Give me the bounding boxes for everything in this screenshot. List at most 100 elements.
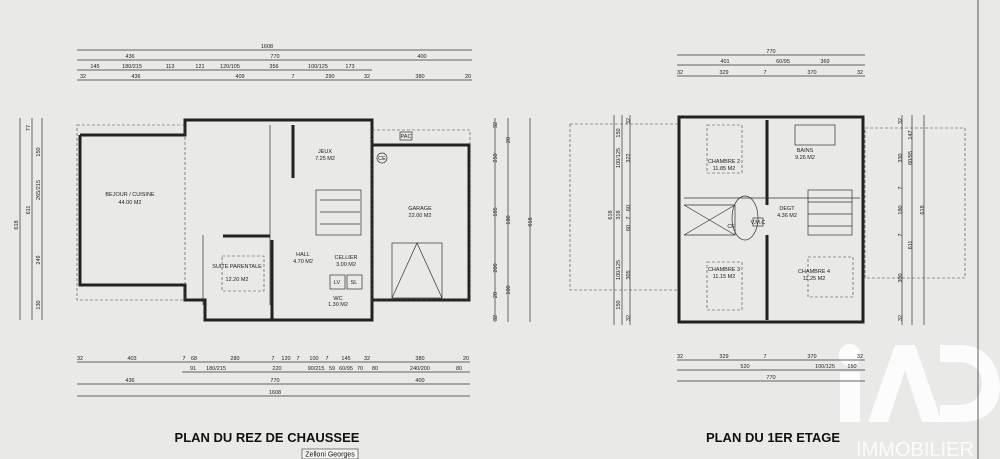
svg-text:60: 60 xyxy=(626,225,632,231)
dim: 436 xyxy=(131,74,140,80)
dim: 770 xyxy=(270,54,279,60)
svg-text:DEGT: DEGT xyxy=(779,206,795,212)
svg-text:611: 611 xyxy=(908,241,914,250)
svg-text:400: 400 xyxy=(415,378,424,384)
svg-text:CHAMBRE 4: CHAMBRE 4 xyxy=(798,269,830,275)
svg-text:12.20 M2: 12.20 M2 xyxy=(226,277,249,283)
svg-text:7: 7 xyxy=(296,356,299,362)
svg-text:7.25 M2: 7.25 M2 xyxy=(315,156,335,162)
svg-text:32: 32 xyxy=(898,315,904,321)
watermark-text: IMMOBILIER xyxy=(856,439,974,459)
svg-text:60/95: 60/95 xyxy=(908,151,914,165)
room-cellier: CELLIER 3.00 M2 xyxy=(335,255,358,268)
svg-text:150: 150 xyxy=(36,147,42,156)
svg-text:BAINS: BAINS xyxy=(797,148,814,154)
svg-text:11.85 M2: 11.85 M2 xyxy=(713,166,736,172)
svg-text:369: 369 xyxy=(820,59,829,65)
svg-text:1608: 1608 xyxy=(269,390,281,396)
svg-text:7: 7 xyxy=(898,233,904,236)
svg-text:60/95: 60/95 xyxy=(776,59,790,65)
dim: 290 xyxy=(325,74,334,80)
svg-text:100/125: 100/125 xyxy=(616,260,622,280)
svg-text:100/125: 100/125 xyxy=(815,364,835,370)
svg-text:305: 305 xyxy=(626,270,632,279)
iad-logo: IMMOBILIER xyxy=(839,344,1000,459)
svg-text:Zelloni Georges: Zelloni Georges xyxy=(305,452,355,459)
room-chambre-4: CHAMBRE 4 11.25 M2 xyxy=(798,269,830,282)
svg-text:150: 150 xyxy=(847,364,856,370)
svg-text:32: 32 xyxy=(364,356,370,362)
svg-text:GARAGE: GARAGE xyxy=(408,206,432,212)
svg-text:4.36 M2: 4.36 M2 xyxy=(777,213,797,219)
svg-text:32: 32 xyxy=(77,356,83,362)
room-bains: BAINS 9.26 M2 xyxy=(795,148,815,161)
svg-text:265/215: 265/215 xyxy=(36,180,42,200)
svg-text:WC: WC xyxy=(333,296,342,302)
svg-text:90/215: 90/215 xyxy=(308,366,325,372)
dim: 180/215 xyxy=(122,64,142,70)
svg-text:BEJOUR / CUISINE: BEJOUR / CUISINE xyxy=(105,192,155,198)
svg-text:7: 7 xyxy=(763,70,766,76)
svg-text:7: 7 xyxy=(898,186,904,189)
room-wc: WC 1.30 M2 xyxy=(328,296,348,308)
svg-text:180/215: 180/215 xyxy=(206,366,226,372)
svg-text:CELLIER: CELLIER xyxy=(335,255,358,261)
svg-text:32: 32 xyxy=(677,70,683,76)
dim: 436 xyxy=(125,54,134,60)
svg-text:70: 70 xyxy=(357,366,363,372)
dim: 409 xyxy=(235,74,244,80)
svg-text:CHAMBRE 2: CHAMBRE 2 xyxy=(708,159,740,165)
svg-text:22.00 M2: 22.00 M2 xyxy=(409,213,432,219)
svg-text:145: 145 xyxy=(341,356,350,362)
svg-text:318: 318 xyxy=(616,210,622,219)
ground-floor-plan: CE PAC LV SL BEJOUR / CUISINE 44.00 M2 J… xyxy=(76,118,471,322)
svg-text:3.00 M2: 3.00 M2 xyxy=(336,262,356,268)
room-hall: HALL 4.70 M2 xyxy=(293,252,313,265)
svg-text:401: 401 xyxy=(720,59,729,65)
dim: 380 xyxy=(415,74,424,80)
fixture-ce: CE xyxy=(378,156,386,162)
svg-text:32: 32 xyxy=(677,354,683,360)
svg-text:130: 130 xyxy=(36,300,42,309)
first-side-dimensions: 32 150 100/125 322 618 318 60 7 60 100/1… xyxy=(608,115,926,325)
dim: 121 xyxy=(195,64,204,70)
svg-text:9.26 M2: 9.26 M2 xyxy=(795,155,815,161)
stamp-label: Zelloni Georges xyxy=(301,448,359,459)
svg-text:370: 370 xyxy=(807,354,816,360)
svg-text:240/200: 240/200 xyxy=(410,366,430,372)
svg-text:7: 7 xyxy=(325,356,328,362)
svg-text:59: 59 xyxy=(329,366,335,372)
svg-text:120: 120 xyxy=(281,356,290,362)
svg-text:77: 77 xyxy=(26,125,32,131)
svg-text:32: 32 xyxy=(898,118,904,124)
ground-top-dimensions: 1608 436 770 400 145 180/215 113 121 120… xyxy=(77,44,472,81)
svg-text:180: 180 xyxy=(898,205,904,214)
svg-text:618: 618 xyxy=(608,210,614,219)
svg-text:150: 150 xyxy=(616,128,622,137)
svg-text:SUITE PARENTALE: SUITE PARENTALE xyxy=(212,264,262,270)
svg-text:150: 150 xyxy=(616,300,622,309)
room-degt: DEGT 4.36 M2 xyxy=(777,206,797,219)
svg-text:7: 7 xyxy=(626,216,632,219)
svg-text:100/125: 100/125 xyxy=(616,148,622,168)
svg-text:220: 220 xyxy=(272,366,281,372)
fixture-lv: LV xyxy=(334,280,341,286)
dim: 173 xyxy=(345,64,354,70)
room-suite-parentale: SUITE PARENTALE 12.20 M2 xyxy=(212,264,262,283)
svg-text:329: 329 xyxy=(719,70,728,76)
svg-text:HALL: HALL xyxy=(296,252,310,258)
dim: 400 xyxy=(417,54,426,60)
fixture-cf: CF xyxy=(727,224,735,230)
svg-text:11.25 M2: 11.25 M2 xyxy=(803,276,826,282)
room-garage: GARAGE 22.00 M2 xyxy=(408,206,432,219)
svg-text:20: 20 xyxy=(493,292,499,298)
svg-text:91: 91 xyxy=(190,366,196,372)
dim: 20 xyxy=(465,74,471,80)
dim: 145 xyxy=(90,64,99,70)
svg-text:60: 60 xyxy=(626,205,632,211)
svg-text:32: 32 xyxy=(857,354,863,360)
svg-text:60/95: 60/95 xyxy=(339,366,353,372)
fixture-pac: PAC xyxy=(401,134,412,140)
dim: 100/125 xyxy=(308,64,328,70)
